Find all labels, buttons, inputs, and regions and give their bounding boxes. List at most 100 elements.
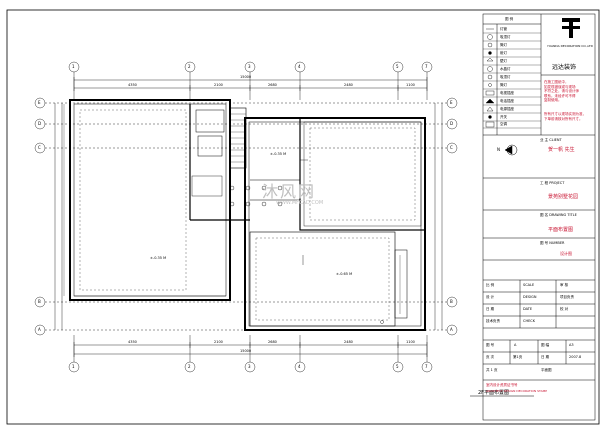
- dimension-label: 2680: [268, 83, 277, 87]
- grid-label: 5: [396, 364, 399, 369]
- dimension-label: 2480: [344, 340, 353, 344]
- dimension-label: 4350: [128, 340, 137, 344]
- cell: 图 号: [486, 343, 495, 347]
- overall-dimension: 15000: [240, 349, 252, 353]
- room-elevation-label: ±-0.35 M: [150, 256, 167, 260]
- legend-item: 电视插座: [500, 91, 514, 95]
- dimension-label: 1100: [406, 83, 415, 87]
- overall-dimension: 15000: [240, 75, 252, 79]
- grid-label: C: [450, 145, 453, 150]
- row-value: SCALE: [523, 283, 535, 287]
- cell: 2007.8: [569, 355, 582, 359]
- row-label: 设 计: [486, 295, 495, 299]
- watermark: 沐风网: [262, 182, 317, 201]
- dimension-label: 1100: [406, 340, 415, 344]
- north-label: N: [497, 147, 500, 152]
- grid-label: A: [38, 327, 41, 332]
- grid-label: 2: [188, 64, 191, 69]
- company-logo: [562, 18, 580, 38]
- note-line: 联系。未经许可不得: [544, 93, 576, 98]
- row-label-2: 校 对: [560, 307, 569, 311]
- grid-label: 3: [248, 364, 251, 369]
- project-label: 工 程 PROJECT: [540, 181, 565, 185]
- dimension-label: 2680: [268, 340, 277, 344]
- row-label: 比 例: [486, 283, 495, 287]
- client-name: 贺一帆 先生: [548, 147, 575, 153]
- cell: A3: [569, 343, 574, 347]
- cell: 共 1 页: [486, 368, 498, 372]
- note-line: 不符之处，请与设计师: [544, 89, 579, 93]
- grid-label: D: [38, 121, 42, 126]
- grid-label: 1: [72, 64, 75, 69]
- note-line: 下单前请核对所有尺寸。: [544, 116, 583, 121]
- footer-cn: 室内设计资质证书号: [486, 383, 518, 387]
- legend-item: 灯管: [500, 27, 507, 31]
- cell: 第1页: [513, 355, 523, 359]
- watermark-subtitle: WWW.MFCAD.COM: [276, 200, 324, 206]
- legend-item: 电话插座: [500, 99, 514, 103]
- grid-label: 5: [396, 64, 399, 69]
- grid-label: 4: [298, 64, 301, 69]
- cell: 页 次: [486, 355, 495, 359]
- grid-label: 4: [298, 364, 301, 369]
- legend-item: 筒灯: [500, 83, 507, 87]
- grid-label: E: [450, 100, 453, 105]
- grid-label: 1: [72, 364, 75, 369]
- cell: A: [514, 343, 517, 347]
- note-line: 复制使用。: [544, 98, 562, 102]
- drawing-title-label: 图 名 DRAWING TITLE: [540, 213, 577, 217]
- legend-item: 吸顶灯: [500, 35, 511, 39]
- sheet-border: [6, 9, 600, 425]
- legend-item: 空调: [500, 122, 507, 126]
- light-fixtures: [229, 159, 384, 324]
- legend-item: 射灯: [500, 51, 507, 55]
- legend-item: 吸顶灯: [500, 75, 511, 79]
- note-line: 在施工图纸中，: [544, 80, 569, 84]
- dimension-label: 4350: [128, 83, 137, 87]
- grid-label: 3: [248, 64, 251, 69]
- north-arrow: [504, 144, 518, 156]
- number-value: 设计图: [560, 251, 572, 256]
- grid-label: 2: [188, 364, 191, 369]
- company-name-cn: 远达装饰: [552, 64, 577, 71]
- cell: 平面图: [541, 368, 552, 372]
- grid-label: B: [38, 299, 41, 304]
- company-name-en: YUANDA DECORATION CO.,LTD: [547, 44, 593, 48]
- note-line: 如发现错误或与现场: [544, 84, 576, 89]
- cell: 日 期: [541, 355, 550, 359]
- row-label: 日 期: [486, 307, 495, 311]
- row-label: 技术负责: [486, 319, 500, 323]
- grid-label: E: [38, 100, 41, 105]
- room-elevation-label: ±-0.35 M: [270, 152, 287, 156]
- legend-item: 壁灯: [500, 59, 507, 63]
- legend-item: 筒灯: [500, 43, 507, 47]
- row-label-2: 项目负责: [560, 295, 574, 299]
- floor-plan-walls: [63, 99, 426, 331]
- legend-item: 水晶灯: [500, 67, 511, 71]
- grid-axis-bottom: [68, 335, 433, 373]
- grid-label: 7: [425, 64, 428, 69]
- grid-label: 7: [425, 364, 428, 369]
- row-value: DESIGN: [523, 295, 537, 299]
- title-block: [482, 13, 596, 421]
- legend-item: 开关: [500, 115, 507, 119]
- number-label: 图 号 NUMBER: [540, 241, 565, 245]
- dimension-label: 2100: [214, 340, 223, 344]
- grid-axis-top: [68, 61, 433, 100]
- legend-header: 图 例: [505, 17, 514, 21]
- room-elevation-label: ±-0.65 M: [336, 272, 353, 276]
- row-value: CHECK: [523, 319, 536, 323]
- design-notes-2: 所有尺寸以现场实测为准， 下单前请核对所有尺寸。: [544, 112, 594, 121]
- row-label-2: 审 核: [560, 283, 569, 287]
- footer-en: ARCHITECT DESIGN DECORATION STAMP: [486, 389, 548, 393]
- legend-item: 电源插座: [500, 107, 514, 111]
- grid-label: B: [450, 299, 453, 304]
- row-value: DATE: [523, 307, 533, 311]
- project-name: 景苑别墅花园: [548, 194, 579, 200]
- dimension-label: 2480: [344, 83, 353, 87]
- drawing-title-bottom: 2F平面布置图: [478, 390, 510, 396]
- grid-label: D: [450, 121, 454, 126]
- client-label: 业 主 CLIENT: [540, 138, 562, 142]
